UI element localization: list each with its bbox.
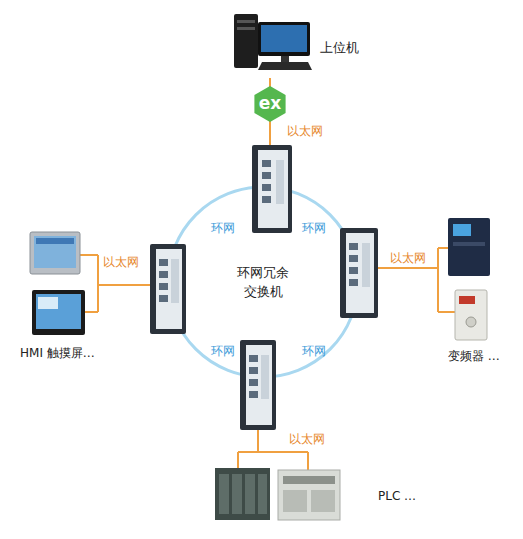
plc-device: [215, 468, 340, 520]
ring-switch-part: [159, 283, 168, 290]
ring-label: 环网: [302, 221, 326, 235]
ex-logo: [254, 86, 285, 122]
ring-switch-part: [240, 340, 276, 430]
plc-device-part: [215, 468, 270, 520]
ring-switch-part: [349, 255, 358, 262]
plc-device-part: [258, 474, 267, 514]
node-label: HMI 触摸屏…: [20, 345, 95, 361]
ring-switch-part: [159, 271, 168, 278]
plc-device-part: [283, 476, 335, 484]
ring-switch-part: [346, 233, 374, 313]
ethernet-label: 以太网: [289, 432, 325, 446]
ring-switch-part: [262, 184, 271, 191]
ring-switch-part: [340, 228, 378, 318]
node-label: 环网冗余 交换机: [235, 263, 291, 301]
plc-device-part: [232, 474, 242, 514]
hmi-screen-part: [38, 297, 58, 309]
frequency-drive-part: [459, 296, 475, 304]
plc-device-part: [245, 474, 255, 514]
ring-switch-part: [246, 345, 272, 425]
plc-device-part: [283, 490, 307, 512]
node-label: 变频器 …: [448, 348, 500, 364]
ring-switch-part: [171, 259, 179, 303]
ethernet-wire-part: [238, 451, 308, 453]
ring-switch-part: [276, 160, 284, 204]
ethernet-wire-part: [438, 311, 455, 313]
ethernet-wire-part: [97, 255, 99, 312]
ring-switch-part: [156, 249, 182, 329]
pc-icon-part: [234, 14, 258, 68]
ring-label: 环网: [211, 221, 235, 235]
ring-switch: [150, 145, 378, 430]
ring-switch-part: [249, 379, 258, 386]
ring-switch-part: [261, 355, 269, 399]
ethernet-label: 以太网: [390, 251, 426, 265]
ethernet-wire-part: [437, 248, 439, 312]
ethernet-label: 以太网: [103, 255, 139, 269]
ring-switch-part: [349, 267, 358, 274]
ethernet-wire: [80, 248, 455, 470]
ex-logo-part: [254, 86, 285, 122]
hmi-screen-part: [36, 238, 74, 244]
ethernet-wire-part: [237, 452, 239, 468]
ethernet-wire-part: [85, 311, 98, 313]
pc-icon-part: [261, 25, 307, 52]
ring-switch-part: [362, 243, 370, 287]
node-label: 上位机: [320, 40, 359, 56]
ring-switch-part: [249, 367, 258, 374]
ring-switch-part: [249, 391, 258, 398]
ethernet-wire-part: [438, 247, 448, 249]
ring-switch-part: [249, 355, 258, 362]
pc-icon-part: [258, 22, 310, 56]
ring-switch-part: [258, 150, 288, 228]
ring-switch-part: [159, 259, 168, 266]
ethernet-wire-part: [80, 254, 98, 256]
frequency-drive-part: [448, 218, 490, 276]
hmi-screen-part: [32, 290, 85, 335]
pc-icon: [234, 14, 312, 70]
ring-switch-part: [262, 196, 271, 203]
pc-icon-part: [237, 20, 255, 23]
ring-switch-part: [150, 244, 186, 334]
frequency-drive: [448, 218, 490, 340]
frequency-drive-part: [453, 242, 485, 246]
ethernet-label: 以太网: [287, 124, 323, 138]
ring-switch-part: [349, 243, 358, 250]
pc-icon-part: [237, 27, 255, 30]
ethernet-wire-part: [307, 452, 309, 470]
frequency-drive-part: [453, 224, 471, 236]
hmi-screen-part: [30, 232, 80, 274]
hmi-screen-part: [36, 294, 81, 329]
ring-switch-part: [252, 145, 292, 233]
frequency-drive-part: [466, 317, 476, 327]
plc-device-part: [219, 474, 229, 514]
hmi-screen-part: [34, 236, 76, 268]
ring-label: 环网: [211, 344, 235, 358]
hmi-screen: [30, 232, 85, 335]
node-label: PLC …: [378, 488, 416, 504]
plc-device-part: [311, 490, 335, 512]
plc-device-part: [278, 470, 340, 520]
ring-switch-part: [349, 279, 358, 286]
pc-icon-part: [258, 62, 312, 70]
ring-switch-part: [262, 160, 271, 167]
frequency-drive-part: [455, 290, 487, 340]
pc-icon-part: [281, 56, 289, 62]
ring-switch-part: [159, 295, 168, 302]
ring-switch-part: [262, 172, 271, 179]
